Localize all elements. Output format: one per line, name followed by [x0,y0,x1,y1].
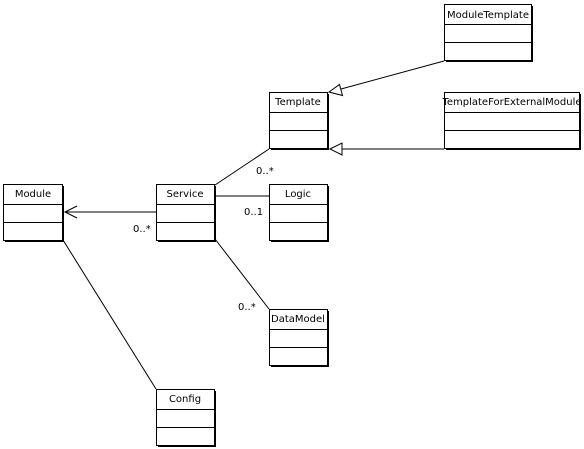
multiplicity-labels: 0..* 0..1 0..* 0..* [133,166,274,313]
multiplicity-service-template: 0..* [256,166,274,177]
navigation-arrowhead-icon [63,205,78,219]
class-name: Template [274,97,321,108]
class-service[interactable]: Service [156,184,217,243]
class-module[interactable]: Module [3,184,65,243]
class-name: Module [15,189,51,200]
class-name: ModuleTemplate [447,10,529,21]
class-template-for-external-module[interactable]: TemplateForExternalModule [441,92,582,151]
class-template[interactable]: Template [269,92,330,151]
class-name: Logic [285,189,311,200]
association-service-template[interactable] [214,148,270,186]
class-logic[interactable]: Logic [269,184,330,243]
class-data-model[interactable]: DataModel [269,309,330,368]
class-module-template[interactable]: ModuleTemplate [444,4,534,63]
class-name: TemplateForExternalModule [441,97,581,108]
class-name: Service [167,189,204,200]
class-name: Config [169,394,201,405]
class-config[interactable]: Config [156,389,217,448]
class-name: DataModel [271,314,325,325]
relationships [62,60,445,390]
association-service-datamodel[interactable] [214,238,270,310]
generalization-arrowhead-icon [327,83,344,97]
association-module-config[interactable] [62,239,157,390]
multiplicity-service-logic: 0..1 [244,207,263,218]
generalization-moduletemplate-template[interactable] [340,60,445,90]
multiplicity-service-module: 0..* [133,224,151,235]
multiplicity-service-datamodel: 0..* [238,302,256,313]
generalization-arrowhead-icon [328,142,343,156]
